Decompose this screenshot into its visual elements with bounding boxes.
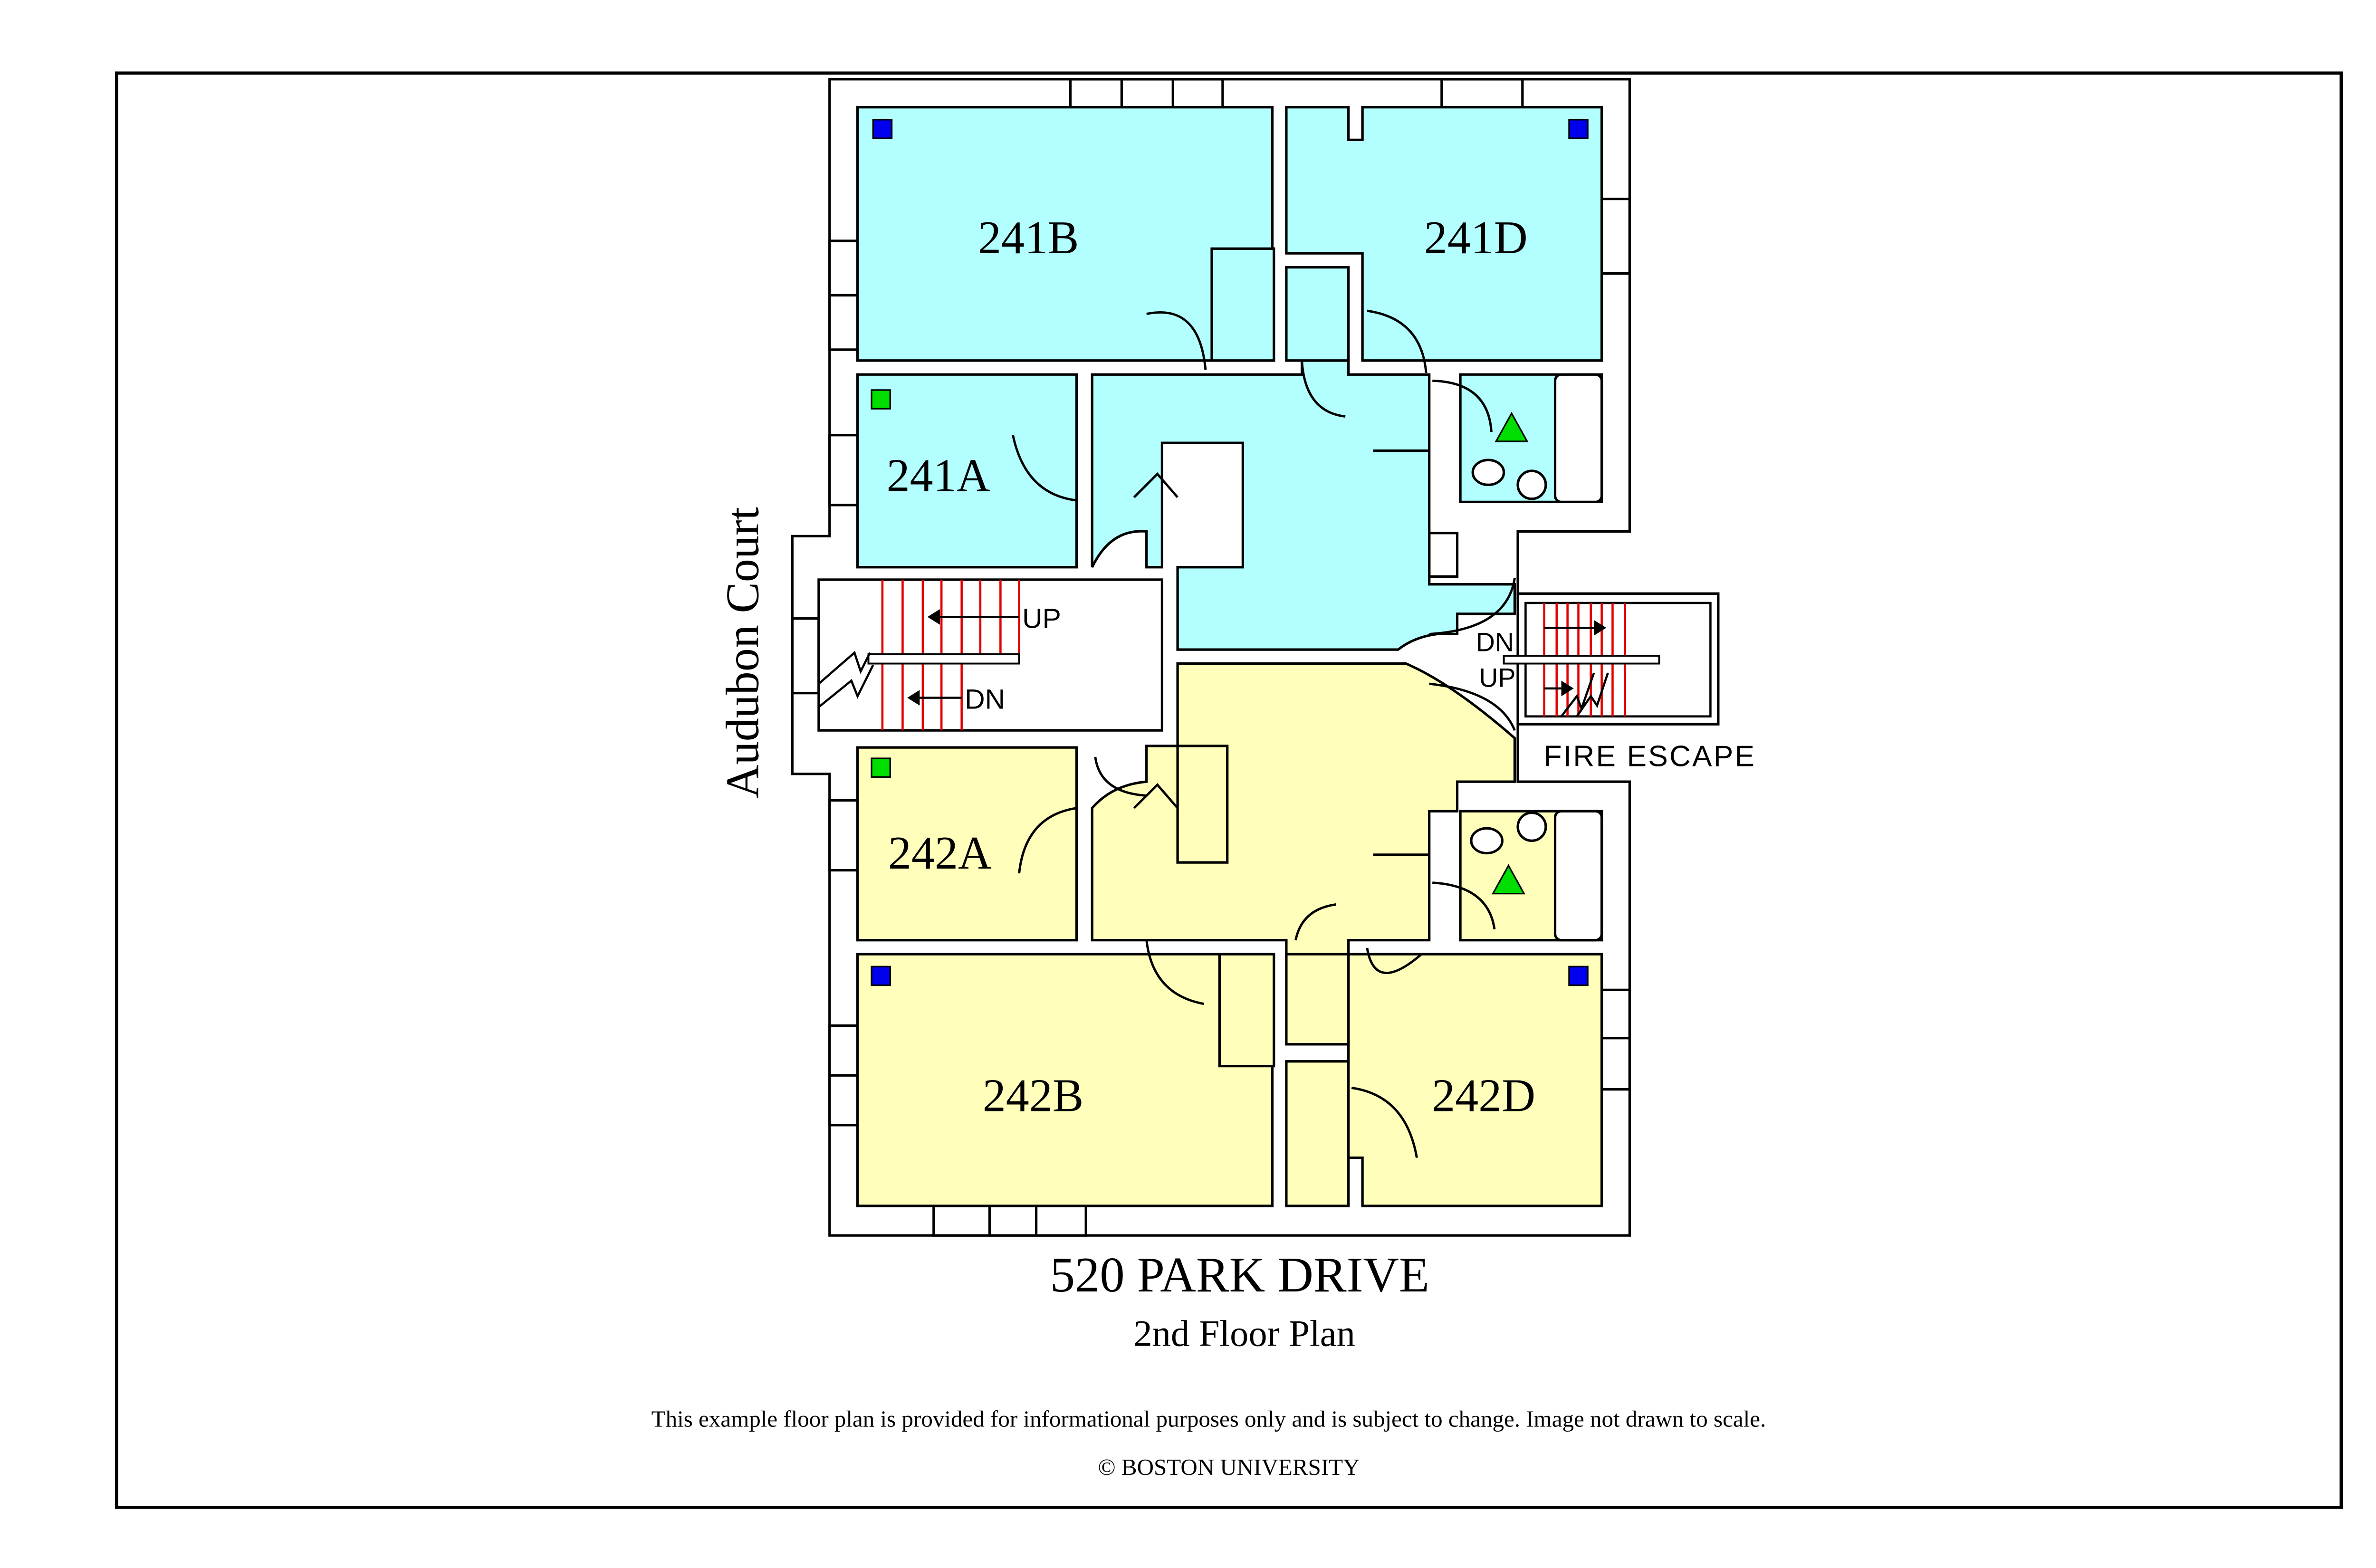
closet-241	[1285, 266, 1350, 362]
disclaimer-text: This example floor plan is provided for …	[651, 1405, 1766, 1432]
room-241B	[856, 106, 1274, 362]
room-241D	[1285, 106, 1603, 362]
main-stair-dn-label: DN	[965, 684, 1005, 715]
blue-marker	[872, 119, 893, 139]
blue-marker	[1568, 119, 1589, 139]
fire-stair-dn-label: DN	[1476, 627, 1514, 657]
bathtub-241	[1553, 373, 1603, 504]
hallway-241	[1091, 359, 1516, 651]
room-label-242A: 242A	[888, 828, 992, 879]
blue-marker	[1568, 966, 1589, 986]
room-242B	[856, 953, 1274, 1207]
room-241A	[856, 373, 1078, 569]
blue-marker	[871, 966, 891, 986]
fire-stair-up-label: UP	[1479, 663, 1515, 693]
sink-241	[1471, 459, 1505, 487]
closet-241b	[1210, 247, 1275, 362]
markers	[871, 119, 1589, 986]
room-label-241D: 241D	[1424, 212, 1528, 264]
door-swings	[1012, 309, 1516, 1158]
page-frame	[115, 71, 2343, 1509]
room-label-241A: 241A	[887, 450, 990, 501]
green-marker	[871, 757, 891, 778]
street-label: Audubon Court	[717, 507, 768, 798]
room-242A	[856, 746, 1078, 942]
room-label-241B: 241B	[978, 212, 1079, 264]
room-label-242B: 242B	[983, 1070, 1084, 1121]
toilet-242	[1516, 811, 1547, 842]
building-outline	[791, 78, 1720, 1237]
fire-escape-label: FIRE ESCAPE	[1544, 740, 1756, 773]
copyright-text: © BOSTON UNIVERSITY	[1098, 1454, 1360, 1480]
room-242D	[1285, 953, 1603, 1207]
green-triangle-marker	[1491, 864, 1525, 895]
bathtub-242	[1553, 810, 1603, 942]
building-title: 520 PARK DRIVE	[1050, 1247, 1429, 1302]
closet-242b	[1218, 953, 1275, 1068]
toilet-241	[1516, 469, 1547, 500]
fire-escape-stair	[1503, 592, 1720, 726]
room-label-242D: 242D	[1432, 1070, 1535, 1121]
main-stair	[817, 578, 1163, 732]
closet-242	[1285, 953, 1350, 1046]
main-stair-up-label: UP	[1022, 603, 1061, 634]
green-marker	[871, 389, 891, 410]
floor-subtitle: 2nd Floor Plan	[1133, 1312, 1355, 1354]
sink-242	[1470, 827, 1504, 855]
green-triangle-marker	[1495, 411, 1529, 442]
